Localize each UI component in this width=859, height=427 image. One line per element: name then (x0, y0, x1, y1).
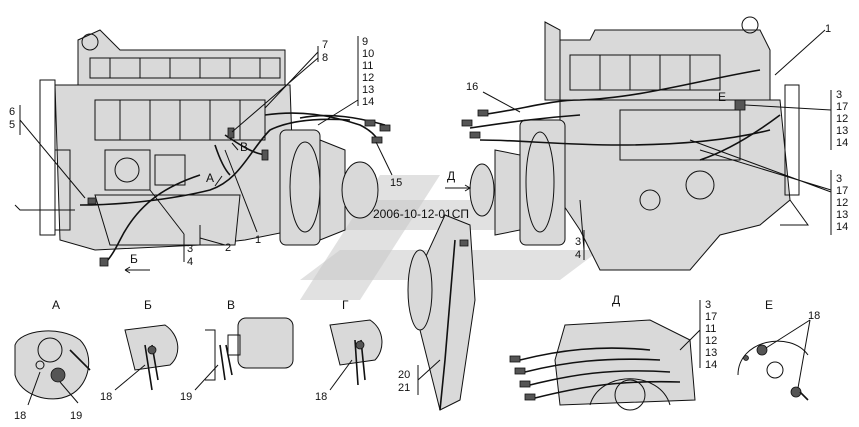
detail-b-18: 18 (100, 391, 112, 403)
label-15: 15 (390, 177, 402, 189)
label-4-left: 4 (187, 256, 193, 268)
detail-g-title: Г (342, 298, 349, 312)
detail-pulley-bracket: 20 21 (398, 214, 476, 411)
detail-e-title: Е (765, 298, 773, 312)
left-engine-view (14, 29, 391, 267)
label-14-rt: 14 (836, 137, 848, 149)
label-12-rm: 12 (836, 197, 848, 209)
label-3-left: 3 (187, 243, 193, 255)
label-16: 16 (466, 81, 478, 93)
label-10: 10 (362, 48, 374, 60)
detail-d-11: 11 (705, 323, 716, 335)
view-marker-e: Е (718, 90, 726, 104)
label-5: 5 (9, 119, 15, 131)
detail-b-title: Б (144, 298, 152, 312)
label-13: 13 (362, 84, 374, 96)
label-1-left: 1 (255, 234, 261, 246)
detail-d-13: 13 (705, 347, 717, 359)
detail-a-18: 18 (14, 410, 26, 422)
label-3-rm: 3 (836, 173, 842, 185)
label-14-rm: 14 (836, 221, 848, 233)
view-marker-a: А (206, 171, 214, 185)
detail-21: 21 (398, 382, 410, 394)
label-6: 6 (9, 106, 15, 118)
right-engine-callouts: 1 16 3 17 12 13 14 3 17 12 13 14 3 4 Е Д (445, 23, 848, 261)
view-marker-d: Д (447, 169, 455, 183)
detail-v-19: 19 (180, 391, 192, 403)
detail-d-14: 14 (705, 359, 717, 371)
label-12: 12 (362, 72, 374, 84)
detail-d-17: 17 (705, 311, 717, 323)
label-13-rm: 13 (836, 209, 848, 221)
view-marker-v: В (240, 140, 248, 154)
detail-e-18: 18 (808, 310, 820, 322)
detail-a-title: А (52, 298, 60, 312)
label-8: 8 (322, 52, 328, 64)
detail-view-a: А 18 19 (14, 298, 91, 422)
detail-20: 20 (398, 369, 410, 381)
label-17-rt: 17 (836, 101, 848, 113)
label-12-rt: 12 (836, 113, 848, 125)
label-14: 14 (362, 96, 374, 108)
detail-view-g: Г 18 (315, 298, 383, 403)
label-2-left: 2 (225, 242, 231, 254)
label-11: 11 (362, 60, 373, 72)
label-17-rm: 17 (836, 185, 848, 197)
label-4-rb: 4 (575, 249, 581, 261)
detail-view-b: Б 18 (100, 298, 179, 403)
detail-g-18: 18 (315, 391, 327, 403)
label-3-rb: 3 (575, 236, 581, 248)
label-1-right: 1 (825, 23, 831, 35)
label-3-rt: 3 (836, 89, 842, 101)
detail-a-19: 19 (70, 410, 82, 422)
detail-view-e: Е 18 (737, 298, 820, 401)
right-engine-view (461, 16, 809, 271)
detail-v-title: В (227, 298, 235, 312)
detail-view-d: Д 3 17 11 12 13 14 (509, 293, 717, 411)
label-9: 9 (362, 36, 368, 48)
detail-d-12: 12 (705, 335, 717, 347)
label-7: 7 (322, 39, 328, 51)
left-engine-callouts: 7 8 9 10 11 12 13 14 6 5 15 1 2 3 4 А В … (9, 36, 402, 274)
label-13-rt: 13 (836, 125, 848, 137)
detail-d-title: Д (612, 293, 620, 307)
detail-d-3: 3 (705, 299, 711, 311)
detail-view-v: В 19 (180, 298, 294, 403)
view-marker-b: Б (130, 252, 138, 266)
